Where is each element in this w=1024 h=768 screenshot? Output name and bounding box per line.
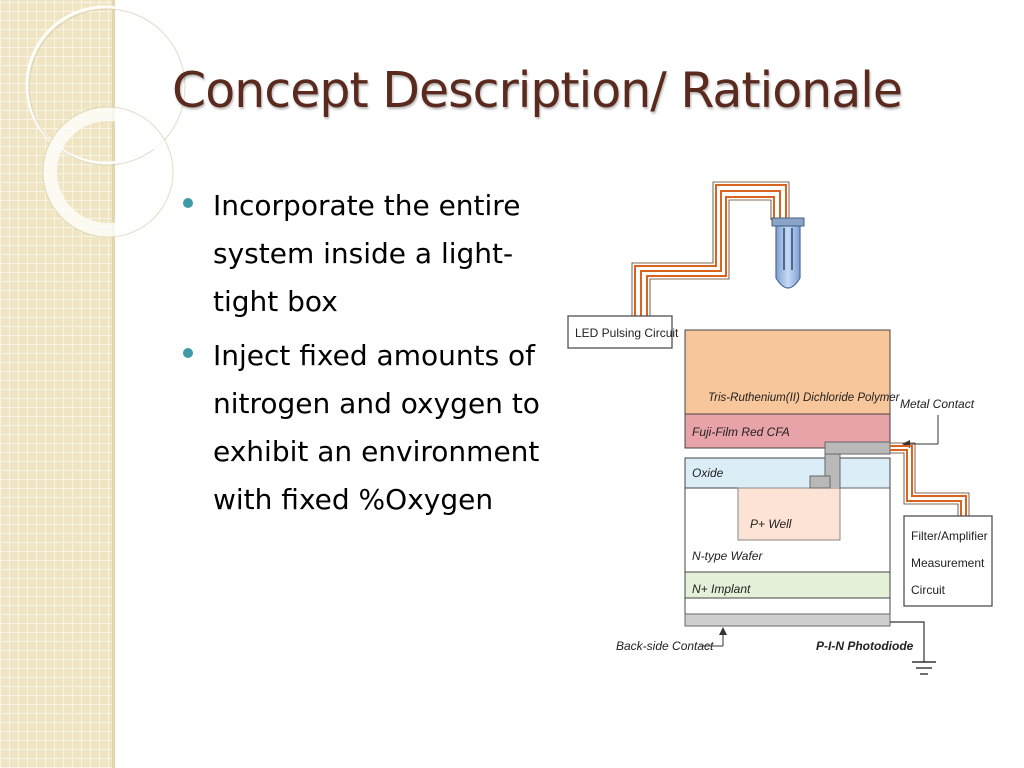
slide-title: Concept Description/ Rationale bbox=[172, 62, 903, 119]
bullet-item: Incorporate the entire system inside a l… bbox=[183, 182, 558, 326]
bullet-text: Inject fixed amounts of nitrogen and oxy… bbox=[213, 339, 540, 516]
photodiode-label: P-I-N Photodiode bbox=[816, 639, 914, 653]
decor-circle-mid bbox=[43, 107, 173, 237]
decor-circle-top bbox=[25, 5, 185, 165]
bullet-text: Incorporate the entire system inside a l… bbox=[213, 189, 521, 318]
backside-metal bbox=[684, 613, 891, 627]
decor-circle-mid-edge bbox=[42, 106, 174, 238]
bullet-icon bbox=[183, 348, 193, 358]
filter-wire bbox=[890, 445, 967, 516]
bullet-list: Incorporate the entire system inside a l… bbox=[183, 182, 558, 530]
filter-label-line2: Measurement bbox=[911, 556, 985, 570]
p-well-label: P+ Well bbox=[750, 517, 792, 531]
decorative-grid-band bbox=[0, 0, 112, 768]
led-circuit-box bbox=[567, 315, 673, 349]
n-implant-layer bbox=[684, 571, 891, 599]
p-well bbox=[737, 487, 841, 541]
photodiode-diagram: LED Pulsing Circuit Tris-Ruthenium(II) D… bbox=[567, 181, 993, 675]
polymer-layer bbox=[684, 329, 891, 415]
bottom-gap bbox=[684, 597, 891, 615]
oxide-layer bbox=[684, 457, 891, 489]
led-icon bbox=[771, 217, 805, 289]
ground-wire bbox=[890, 621, 925, 662]
backside-contact-label: Back-side Contact bbox=[616, 639, 714, 653]
filter-label-line1: Filter/Amplifier bbox=[911, 529, 988, 543]
bullet-icon bbox=[183, 198, 193, 208]
arrow-icon bbox=[700, 627, 727, 647]
led-circuit-label: LED Pulsing Circuit bbox=[575, 326, 679, 340]
oxide-label: Oxide bbox=[692, 466, 724, 480]
cfa-label: Fuji-Film Red CFA bbox=[692, 425, 790, 439]
polymer-label: Tris-Ruthenium(II) Dichloride Polymer bbox=[708, 392, 901, 404]
filter-label-line3: Circuit bbox=[911, 583, 946, 597]
led-wire bbox=[634, 184, 787, 318]
n-wafer-label: N-type Wafer bbox=[692, 549, 763, 563]
filter-circuit-box bbox=[903, 515, 993, 607]
metal-contact-label: Metal Contact bbox=[900, 397, 975, 411]
bullet-item: Inject fixed amounts of nitrogen and oxy… bbox=[183, 332, 558, 524]
decorative-circles bbox=[25, 5, 186, 238]
n-implant-label: N+ Implant bbox=[692, 582, 751, 596]
band-edge bbox=[112, 0, 115, 768]
layer-stack bbox=[684, 329, 891, 627]
decor-circle-top-shadow bbox=[28, 8, 186, 166]
ground-icon bbox=[912, 661, 936, 675]
